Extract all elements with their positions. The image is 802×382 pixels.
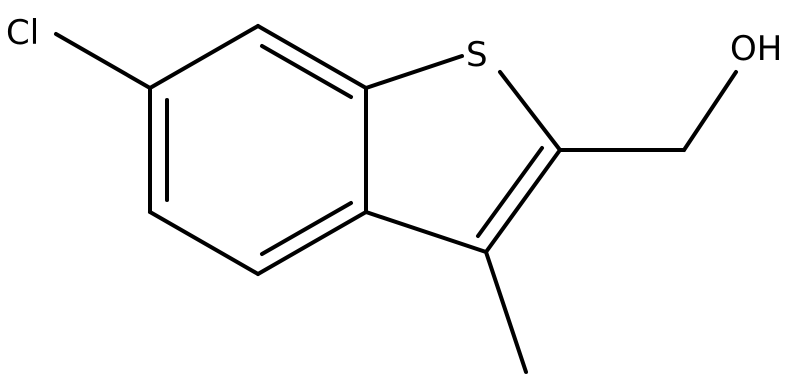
double-bond-c7-c7a-inner [260,44,353,99]
bond-c6-c7 [148,24,260,90]
bond-s-c2 [498,70,562,152]
bond-c7-c7a [256,24,368,90]
bond-ch2-o [682,70,738,152]
double-bond-c2-c3-inner [476,146,544,238]
bond-c4-c5 [148,210,260,276]
atom-sulfur-label: S [466,35,488,75]
bond-c3-c3a [364,210,488,254]
bond-c3-methyl [484,250,528,374]
bond-c7a-s [364,54,464,90]
atom-chlorine-label: Cl [6,13,39,53]
bond-c6-cl [54,32,152,90]
atom-hydroxyl-label: OH [730,29,782,69]
bond-c2-c3 [484,148,562,254]
double-bond-c3a-c4-inner [260,201,353,256]
bond-c3a-c4 [256,210,368,276]
